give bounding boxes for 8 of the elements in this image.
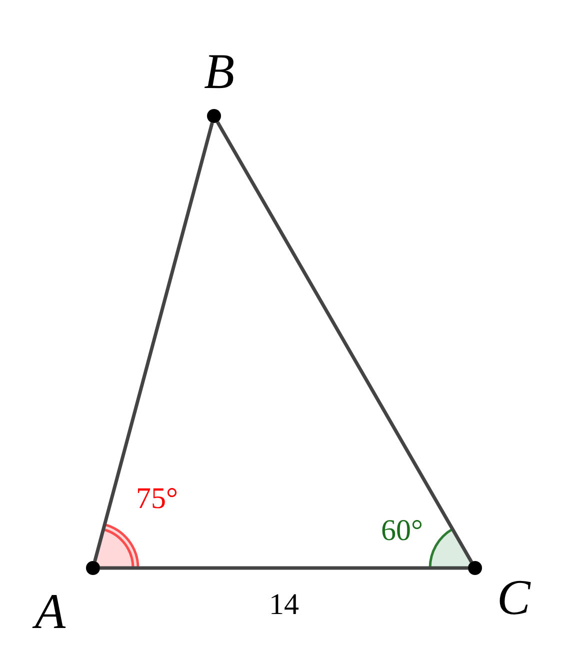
triangle-side: [100, 566, 468, 570]
angle-label: 75°: [136, 484, 178, 514]
triangle-side: [93, 122, 214, 562]
edge-label: 14: [269, 590, 299, 620]
vertex-label: B: [204, 46, 235, 96]
vertex-label: C: [497, 572, 530, 622]
triangle-side: [216, 121, 474, 563]
angle-label: 60°: [381, 516, 423, 546]
